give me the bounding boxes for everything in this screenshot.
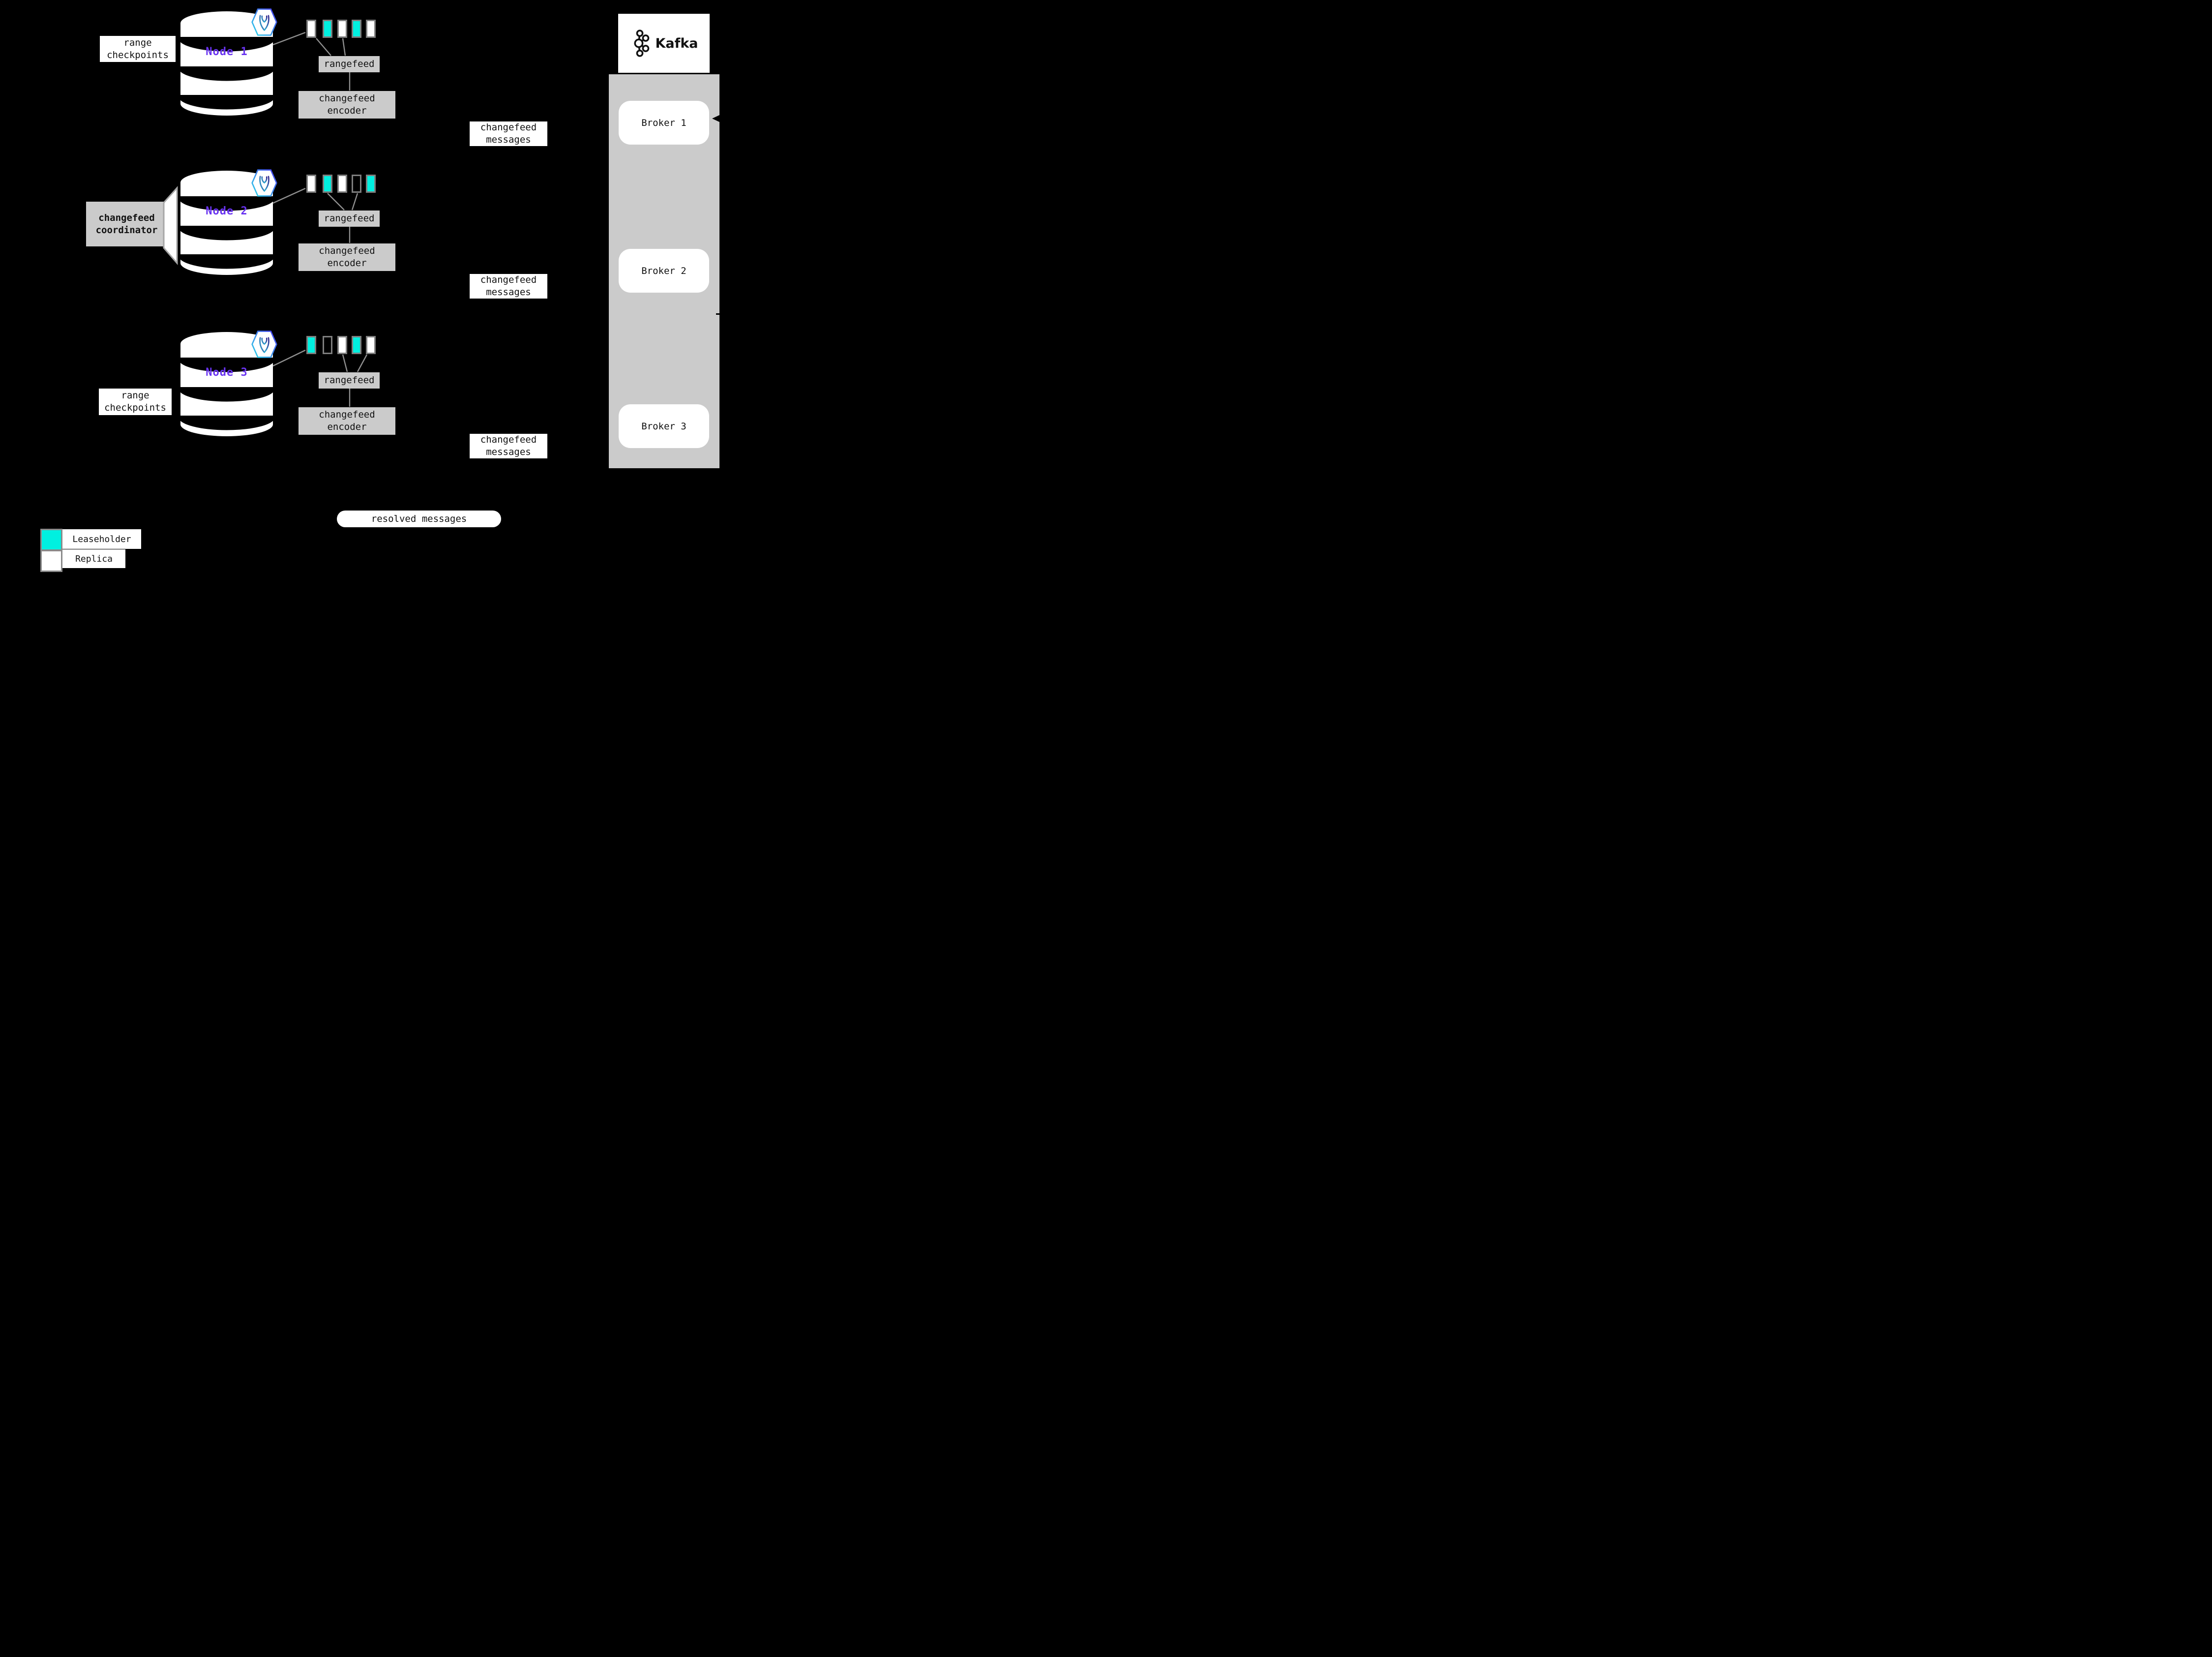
range-square [337,175,347,193]
cockroachdb-icon [251,8,277,36]
broker-box: Broker 2 [619,249,709,293]
rangefeed-box: rangefeed [319,56,380,72]
range-checkpoints-label: range checkpoints [100,36,176,62]
range-square [352,175,361,193]
range-checkpoints-label: range checkpoints [99,389,172,415]
rangefeed-box: rangefeed [319,211,380,227]
changefeed-coordinator-box: changefeed coordinator [86,202,167,246]
changefeed-encoder-box: changefeed encoder [299,407,395,435]
changefeed-messages-label: changefeed messages [470,274,547,299]
changefeed-encoder-box: changefeed encoder [299,91,395,119]
range-square [352,336,361,354]
kafka-logo: Kafka [618,14,710,73]
node-label: Node 1 [206,46,248,58]
node-cylinder [180,11,273,116]
rangefeed-box: rangefeed [319,372,380,389]
coordinator-callout [163,186,178,266]
node-label: Node 2 [206,205,248,217]
range-square [306,336,316,354]
range-square [366,20,376,38]
cockroachdb-icon [251,331,277,358]
range-square [366,175,376,193]
range-square [323,175,332,193]
changefeed-messages-label: changefeed messages [470,121,547,146]
legend-replica-label: Replica [62,549,125,568]
legend-leaseholder-swatch [40,529,62,551]
arrowhead-icon [712,115,719,122]
range-square [306,20,316,38]
kafka-icon [634,30,650,57]
arrowhead-tip-icon [716,313,720,315]
range-square [306,175,316,193]
broker-box: Broker 1 [619,101,709,145]
cockroachdb-icon [251,169,277,197]
range-square [352,20,361,38]
range-square [323,336,332,354]
connector-lines [272,31,368,407]
range-square [337,20,347,38]
changefeed-architecture-diagram: range checkpoints Node 1 rangefeed chang… [0,0,771,577]
range-square [323,20,332,38]
kafka-label: Kafka [655,35,698,51]
legend-replica-swatch [40,550,62,572]
changefeed-encoder-box: changefeed encoder [299,243,395,271]
legend-leaseholder-label: Leaseholder [62,529,141,549]
node-cylinder [180,171,273,275]
changefeed-messages-label: changefeed messages [470,434,547,458]
range-square [337,336,347,354]
node-label: Node 3 [206,366,248,379]
resolved-messages-pill: resolved messages [337,511,501,527]
broker-box: Broker 3 [619,404,709,448]
range-square [366,336,376,354]
